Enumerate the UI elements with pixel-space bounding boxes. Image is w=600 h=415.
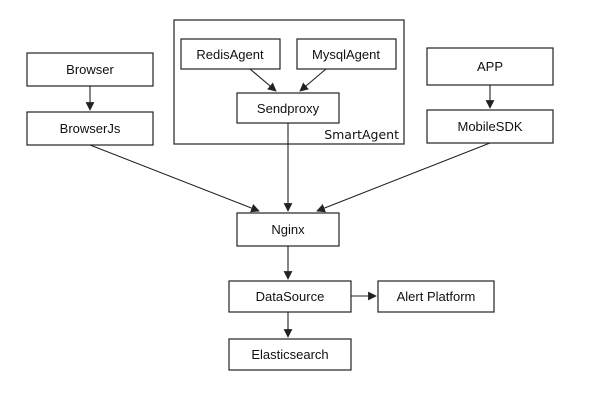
node-browserjs: BrowserJs [26, 111, 154, 146]
node-redisagent: RedisAgent [180, 38, 281, 70]
node-redisagent-label: RedisAgent [196, 47, 264, 62]
edge-browserjs-to-nginx [89, 144, 260, 213]
node-sendproxy: Sendproxy [236, 92, 340, 124]
node-sendproxy-label: Sendproxy [257, 101, 320, 116]
node-app: APP [426, 47, 554, 86]
group-smartagent: SmartAgent [173, 19, 405, 145]
node-elasticsearch-label: Elasticsearch [251, 347, 328, 362]
node-mobilesdk: MobileSDK [426, 109, 554, 144]
node-app-label: APP [477, 59, 503, 74]
node-mysqlagent: MysqlAgent [296, 38, 397, 70]
node-nginx-label: Nginx [271, 222, 305, 237]
node-nginx: Nginx [236, 212, 340, 247]
node-alert-platform-label: Alert Platform [397, 289, 476, 304]
node-alert-platform: Alert Platform [377, 280, 495, 313]
node-datasource-label: DataSource [256, 289, 325, 304]
edge-redisagent-to-sendproxy [249, 68, 277, 92]
edge-mobilesdk-to-nginx [316, 142, 491, 213]
node-datasource: DataSource [228, 280, 352, 313]
node-browserjs-label: BrowserJs [60, 121, 121, 136]
node-mysqlagent-label: MysqlAgent [312, 47, 380, 62]
node-mobilesdk-label: MobileSDK [457, 119, 522, 134]
node-elasticsearch: Elasticsearch [228, 338, 352, 371]
edges [85, 68, 495, 338]
group-smartagent-label: SmartAgent [324, 127, 399, 142]
edge-mysqlagent-to-sendproxy [299, 68, 327, 92]
node-browser: Browser [26, 52, 154, 87]
node-browser-label: Browser [66, 62, 114, 77]
